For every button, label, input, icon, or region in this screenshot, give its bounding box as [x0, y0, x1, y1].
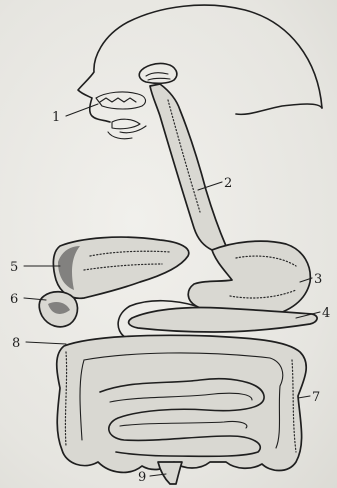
- tongue: [112, 119, 140, 129]
- stomach: [188, 241, 310, 317]
- label-5: 5: [10, 260, 18, 275]
- upper-teeth: [100, 98, 136, 102]
- neck-back: [236, 104, 322, 114]
- label-9: 9: [138, 470, 146, 485]
- label-3: 3: [314, 272, 322, 287]
- label-1: 1: [52, 110, 60, 125]
- pancreas: [129, 307, 317, 332]
- label-2: 2: [224, 176, 232, 191]
- leader-7: [298, 396, 310, 398]
- leader-8: [26, 342, 66, 344]
- esophagus: [150, 84, 226, 250]
- rectum: [158, 462, 182, 484]
- nasal-folds: [146, 73, 170, 80]
- leader-1: [66, 104, 98, 116]
- nasal-region: [139, 63, 177, 83]
- large-intestine: [57, 335, 307, 472]
- label-4: 4: [322, 306, 330, 321]
- head-outline: [78, 5, 322, 122]
- label-7: 7: [312, 390, 320, 405]
- label-8: 8: [12, 336, 20, 351]
- label-6: 6: [10, 292, 18, 307]
